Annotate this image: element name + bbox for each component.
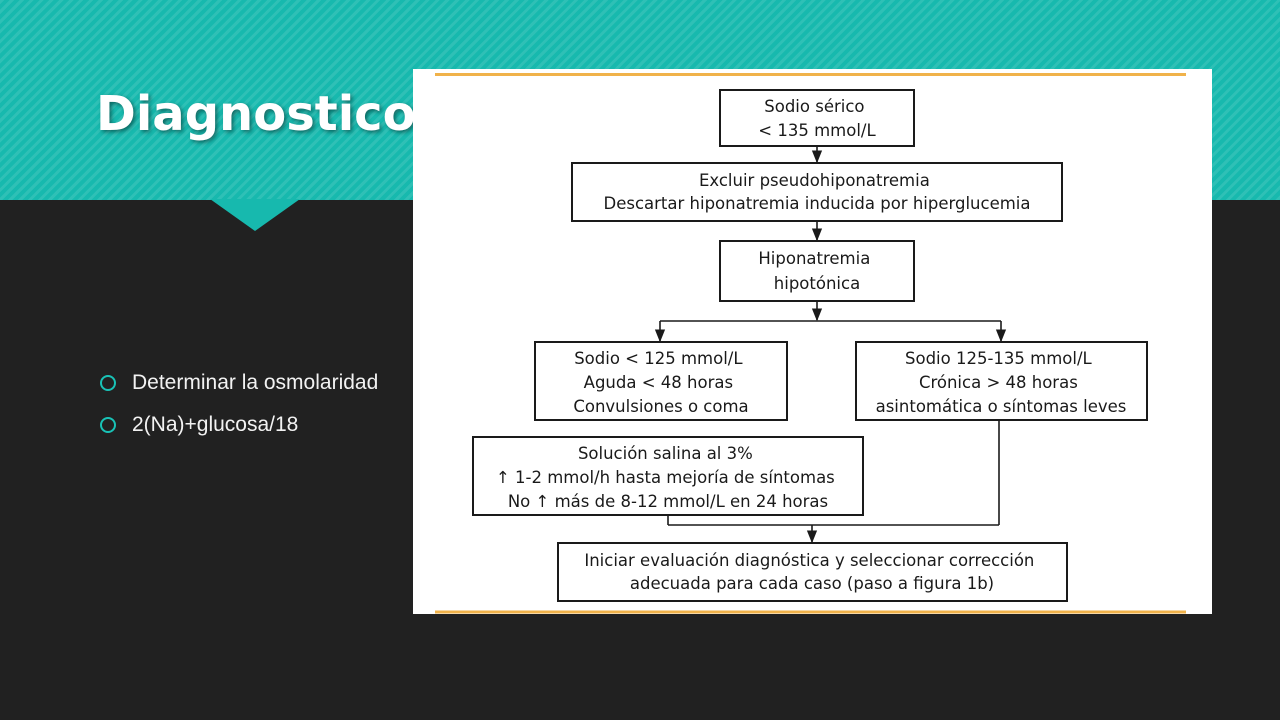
node-aguda-line: Sodio < 125 mmol/L — [574, 349, 743, 368]
node-iniciar — [557, 542, 1068, 602]
svg-text:Excluir pseudohiponatremia: Excluir pseudohiponatremia Descartar hip… — [604, 171, 1031, 213]
node-hipotonica-line: hipotónica — [774, 274, 860, 293]
node-aguda-line: Convulsiones o coma — [573, 397, 748, 416]
node-aguda — [534, 341, 788, 421]
bullet-item: Determinar la osmolaridad — [100, 368, 378, 410]
node-salina-line: ↑ 1-2 mmol/h hasta mejoría de síntomas — [496, 468, 835, 487]
hollow-circle-icon — [100, 375, 116, 391]
bullet-item: 2(Na)+glucosa/18 — [100, 410, 378, 452]
flowchart-svg: Sodio sérico < 135 mmol/L Excluir pseudo… — [435, 73, 1186, 614]
node-salina-line: No ↑ más de 8-12 mmol/L en 24 horas — [508, 492, 828, 511]
node-excluir — [571, 162, 1063, 222]
node-excluir-line: Descartar hiponatremia inducida por hipe… — [604, 194, 1031, 213]
node-hipotonica-line: Hiponatremia — [758, 249, 870, 268]
svg-text:Sodio sérico < 135 mmo: Sodio sérico < 135 mmol/L — [758, 97, 876, 140]
bullet-list: Determinar la osmolaridad 2(Na)+glucosa/… — [100, 368, 378, 452]
svg-text:Sodio < 125 mmol/L Agu: Sodio < 125 mmol/L Aguda < 48 horas Conv… — [573, 349, 748, 416]
node-cronica-line: Crónica > 48 horas — [919, 373, 1078, 392]
svg-text:Hiponatremia hipotónic: Hiponatremia hipotónica — [758, 249, 875, 293]
node-cronica — [855, 341, 1148, 421]
slide-title: Diagnostico — [96, 86, 416, 142]
svg-text:Sodio 125-135 mmol/L C: Sodio 125-135 mmol/L Crónica > 48 horas … — [876, 349, 1127, 416]
node-sodio-serico — [719, 89, 915, 147]
node-cronica-line: Sodio 125-135 mmol/L — [905, 349, 1093, 368]
node-sodio-serico-line: Sodio sérico — [764, 97, 864, 116]
node-salina-line: Solución salina al 3% — [578, 444, 753, 463]
svg-text:Solución salina al 3%: Solución salina al 3% ↑ 1-2 mmol/h hasta… — [496, 444, 840, 511]
header-notch — [210, 199, 300, 231]
node-iniciar-line: Iniciar evaluación diagnóstica y selecci… — [584, 551, 1034, 570]
node-hipotonica — [719, 240, 915, 302]
hollow-circle-icon — [100, 417, 116, 433]
flowchart-figure: Sodio sérico < 135 mmol/L Excluir pseudo… — [413, 69, 1212, 614]
node-excluir-line: Excluir pseudohiponatremia — [699, 171, 930, 190]
node-salina — [472, 436, 864, 516]
node-cronica-line: asintomática o síntomas leves — [876, 397, 1127, 416]
node-aguda-line: Aguda < 48 horas — [584, 373, 733, 392]
svg-text:Iniciar evaluación diagnóstica: Iniciar evaluación diagnóstica y selecci… — [584, 551, 1039, 593]
bullet-text: 2(Na)+glucosa/18 — [132, 413, 299, 436]
node-iniciar-line: adecuada para cada caso (paso a figura 1… — [630, 574, 994, 593]
node-sodio-serico-line: < 135 mmol/L — [758, 121, 876, 140]
bullet-text: Determinar la osmolaridad — [132, 371, 379, 394]
